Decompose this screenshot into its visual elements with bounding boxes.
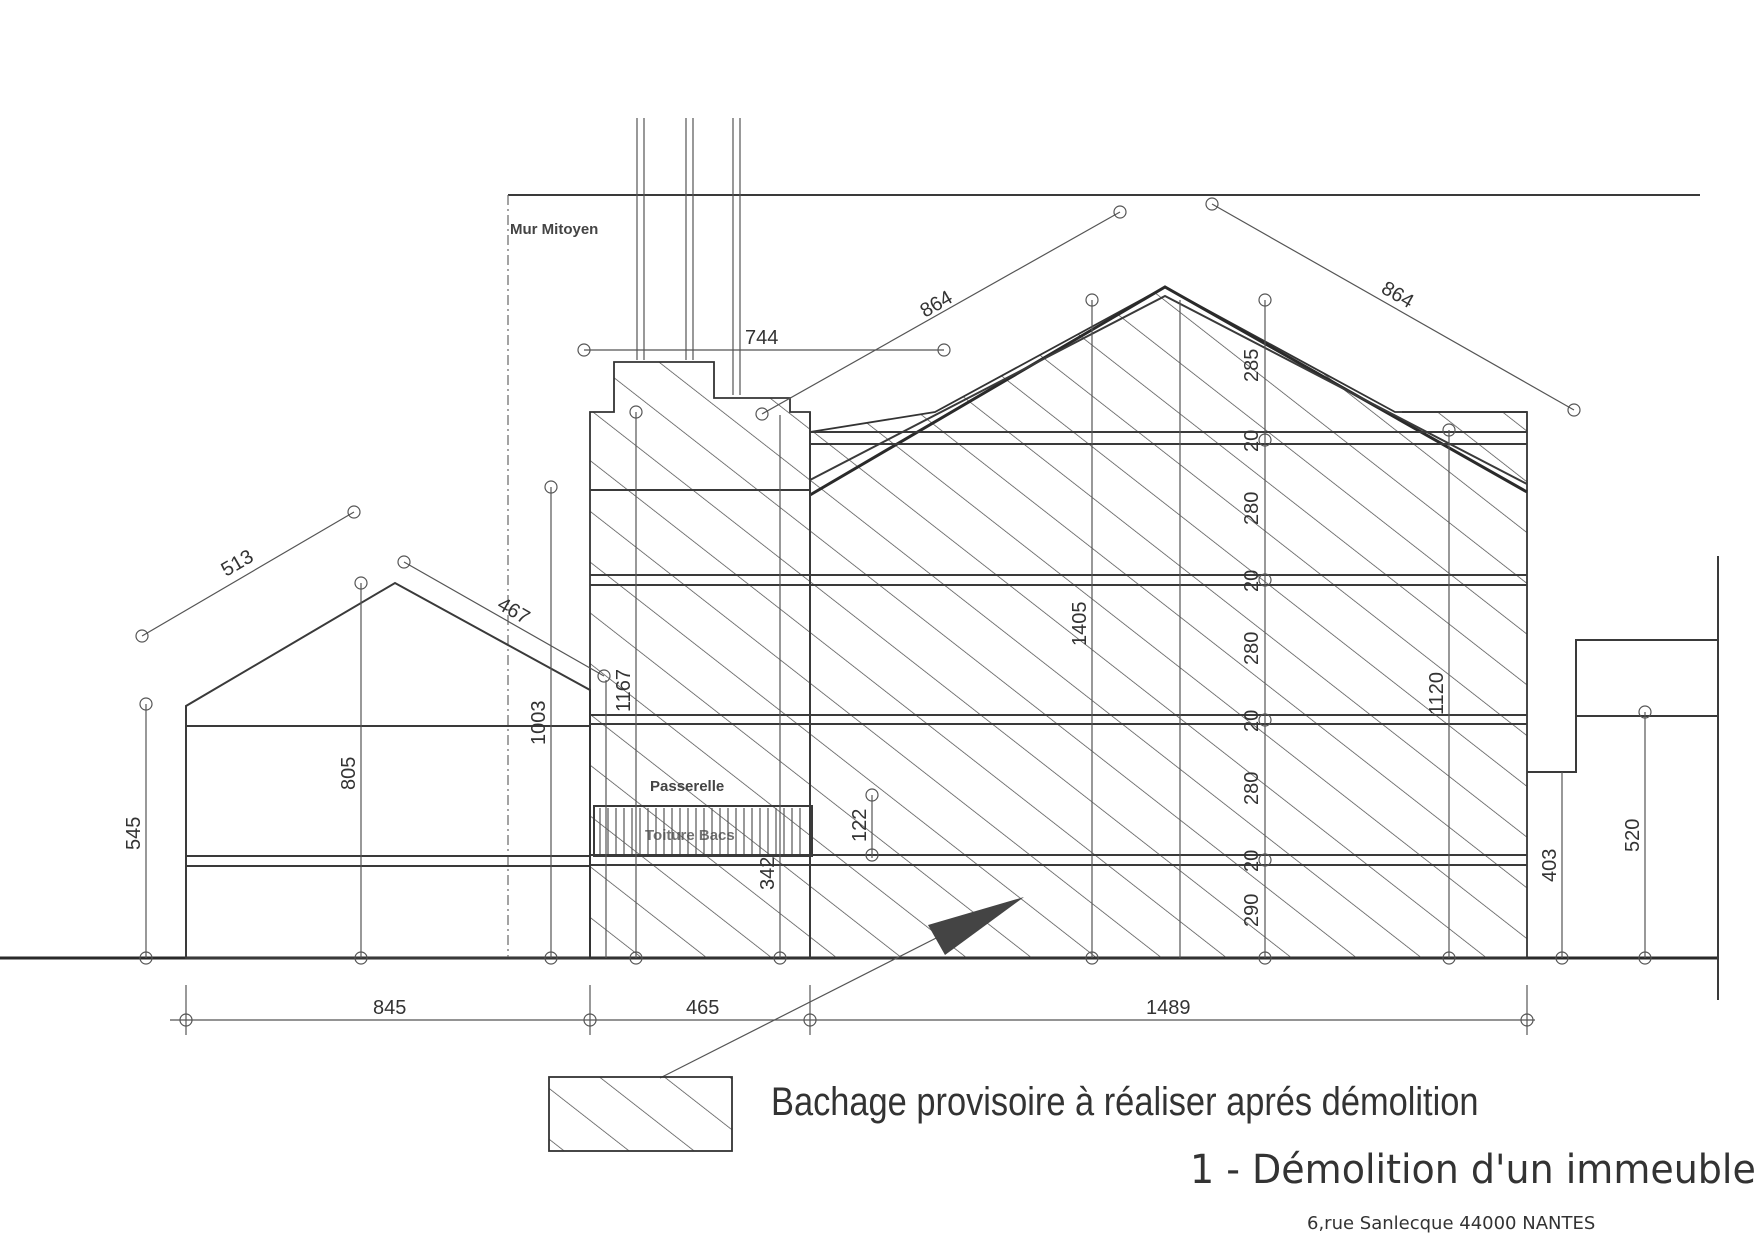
- leader-arrowhead: [928, 897, 1024, 955]
- dim-height-1167: 1167: [613, 669, 635, 712]
- dim-top-width: 744: [745, 327, 778, 349]
- dim-eave-height: 1120: [1426, 672, 1448, 715]
- dim-height-1003: 1003: [528, 701, 550, 746]
- dim-floor-slab: 20: [1241, 570, 1263, 592]
- dim-rake-left-small: 513: [218, 546, 258, 582]
- dim-height-805: 805: [338, 757, 360, 790]
- walkway-label: Passerelle: [650, 778, 724, 795]
- dim-height-122: 122: [849, 809, 871, 842]
- dim-height-403: 403: [1539, 849, 1561, 882]
- dim-storey: 280: [1241, 492, 1263, 525]
- dim-ground-storey: 290: [1241, 894, 1263, 927]
- dim-rake-right-small: 467: [494, 593, 534, 629]
- dim-width-right: 1489: [1146, 997, 1191, 1019]
- dim-storey: 280: [1241, 772, 1263, 805]
- dim-height-520: 520: [1622, 819, 1644, 852]
- project-address: 6,rue Sanlecque 44000 NANTES: [1307, 1213, 1596, 1234]
- dim-width-left: 845: [373, 997, 406, 1019]
- legend-caption: Bachage provisoire à réaliser aprés démo…: [771, 1080, 1479, 1124]
- dim-floor-slab: 20: [1241, 430, 1263, 452]
- dim-width-middle: 465: [686, 997, 719, 1019]
- walkway-grating: [599, 808, 801, 854]
- vertical-dimension-lines: [145, 300, 1646, 958]
- dimension-markers: [135, 197, 1652, 1027]
- rake-dimension-lines: [141, 203, 1575, 677]
- main-roof-inner: [809, 294, 1528, 485]
- dim-ridge-height: 285: [1241, 349, 1263, 382]
- roof-note-label: Toiture Bacs: [645, 827, 735, 844]
- main-roof-outline: [809, 285, 1528, 497]
- dim-floor-slab: 20: [1241, 850, 1263, 872]
- project-title: 1 - Démolition d'un immeuble: [1190, 1147, 1754, 1193]
- walkway-box: [593, 805, 813, 857]
- dim-rake-left-main: 864: [917, 287, 957, 323]
- neighbour-house-right: [1527, 639, 1718, 773]
- dim-floor-slab: 20: [1241, 710, 1263, 732]
- tarp-area-main-building: [589, 285, 1528, 959]
- party-wall-label: Mur Mitoyen: [510, 221, 598, 238]
- legend-hatch-swatch: [548, 1076, 733, 1152]
- neighbour-house-left: [185, 581, 591, 959]
- dim-height-342: 342: [757, 857, 779, 890]
- dim-height-545: 545: [123, 817, 145, 850]
- dim-storey: 280: [1241, 632, 1263, 665]
- dim-total-height: 1405: [1069, 602, 1091, 647]
- chimney-pipes: [636, 118, 741, 395]
- horizontal-dimension-ticks: [185, 985, 1528, 1035]
- dim-rake-right-main: 864: [1378, 277, 1418, 313]
- legend-leader-line: [659, 929, 953, 1079]
